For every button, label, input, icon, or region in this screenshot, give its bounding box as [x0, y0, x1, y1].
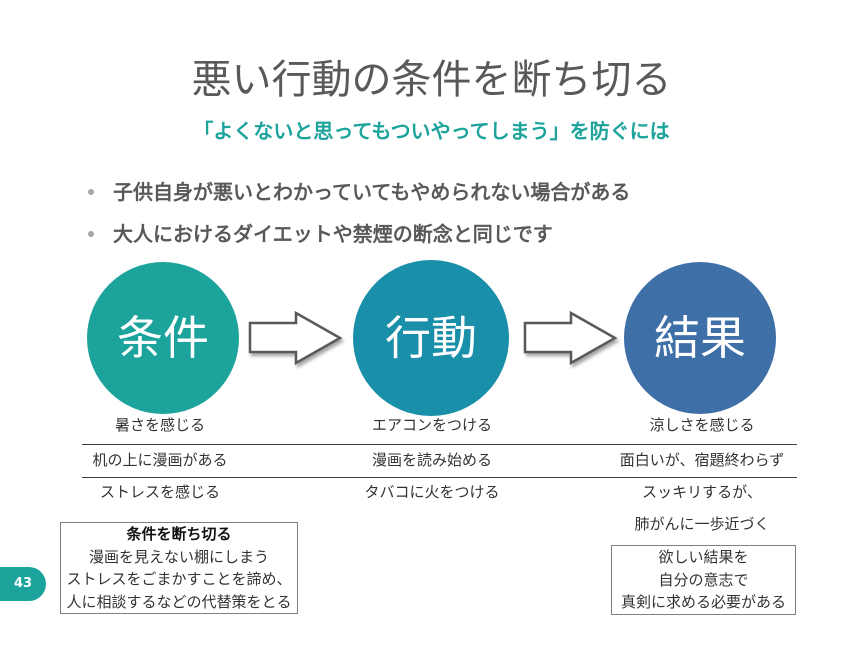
- box-line: 真剣に求める必要がある: [620, 593, 786, 611]
- bullet-text: 大人におけるダイエットや禁煙の断念と同じです: [113, 222, 553, 246]
- example-condition: ストレスを感じる: [99, 483, 220, 501]
- bullet-icon: [88, 189, 94, 195]
- example-result: スッキリするが、 肺がんに一歩近づく: [592, 482, 812, 534]
- row-divider: [82, 477, 797, 478]
- example-result: 面白いが、宿題終わらず: [592, 450, 812, 470]
- flow-node-label: 結果: [654, 311, 746, 365]
- example-result-line: 面白いが、宿題終わらず: [619, 451, 785, 469]
- box-line: 漫画を見えない棚にしまう: [88, 547, 269, 566]
- flow-node-label: 条件: [117, 311, 209, 365]
- box-line: 人に相談するなどの代替策をとる: [66, 592, 292, 611]
- break-condition-box: 条件を断ち切る 漫画を見えない棚にしまう ストレスをごまかすことを諦め、 人に相…: [60, 522, 298, 614]
- example-row: 暑さを感じる エアコンをつける 涼しさを感じる: [0, 415, 863, 435]
- slide-subtitle: 「よくないと思ってもついやってしまう」を防ぐには: [193, 119, 670, 143]
- arrow-right-icon: [248, 310, 343, 366]
- page-number: 43: [13, 576, 33, 591]
- bullet-item: 大人におけるダイエットや禁煙の断念と同じです: [82, 218, 802, 260]
- example-action: 漫画を読み始める: [371, 451, 492, 469]
- box-line: 自分の意志で: [658, 570, 749, 589]
- example-result-line: 涼しさを感じる: [649, 416, 755, 434]
- bullet-icon: [88, 231, 94, 237]
- row-divider: [82, 444, 797, 445]
- example-action: タバコに火をつける: [364, 483, 500, 501]
- flow-node-result: 結果: [624, 262, 776, 414]
- example-result: 涼しさを感じる: [592, 415, 812, 435]
- arrow-shape: [248, 310, 343, 366]
- flow-node-condition: 条件: [87, 262, 239, 414]
- example-result-line: 肺がんに一歩近づく: [634, 515, 770, 533]
- box-line: 欲しい結果を: [658, 548, 749, 566]
- flow-node-action: 行動: [353, 260, 509, 416]
- arrow-shape: [523, 310, 618, 366]
- bullet-list: 子供自身が悪いとわかっていてもやめられない場合がある 大人におけるダイエットや禁…: [82, 176, 802, 260]
- example-result-line: スッキリするが、: [642, 483, 762, 501]
- example-condition: 机の上に漫画がある: [92, 451, 228, 469]
- page-number-badge: 43: [0, 567, 46, 601]
- flow-node-label: 行動: [385, 311, 477, 365]
- bullet-text: 子供自身が悪いとわかっていてもやめられない場合がある: [113, 180, 631, 204]
- example-row: ストレスを感じる タバコに火をつける スッキリするが、 肺がんに一歩近づく: [0, 482, 863, 533]
- example-condition: 暑さを感じる: [114, 416, 205, 434]
- break-condition-heading: 条件を断ち切る: [126, 525, 232, 543]
- slide-title: 悪い行動の条件を断ち切る: [191, 57, 672, 103]
- arrow-right-icon: [523, 310, 618, 366]
- bullet-item: 子供自身が悪いとわかっていてもやめられない場合がある: [82, 176, 802, 218]
- box-line: ストレスをごまかすことを諦め、: [66, 570, 292, 588]
- example-row: 机の上に漫画がある 漫画を読み始める 面白いが、宿題終わらず: [0, 450, 863, 470]
- want-result-box: 欲しい結果を 自分の意志で 真剣に求める必要がある: [611, 545, 796, 615]
- example-action: エアコンをつける: [371, 416, 492, 434]
